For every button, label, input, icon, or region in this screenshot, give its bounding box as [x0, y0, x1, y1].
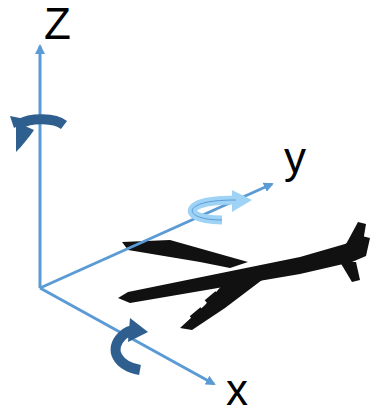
rotation-arrow-y [192, 190, 252, 220]
airplane-silhouette [118, 222, 370, 330]
axis-label: Z [44, 2, 71, 46]
rotation-arrow-x [116, 318, 148, 370]
axis-label: x [226, 368, 248, 412]
coordinate-axes [40, 46, 272, 384]
axis-label: y [284, 136, 306, 180]
rotation-arrow-z [10, 116, 64, 152]
